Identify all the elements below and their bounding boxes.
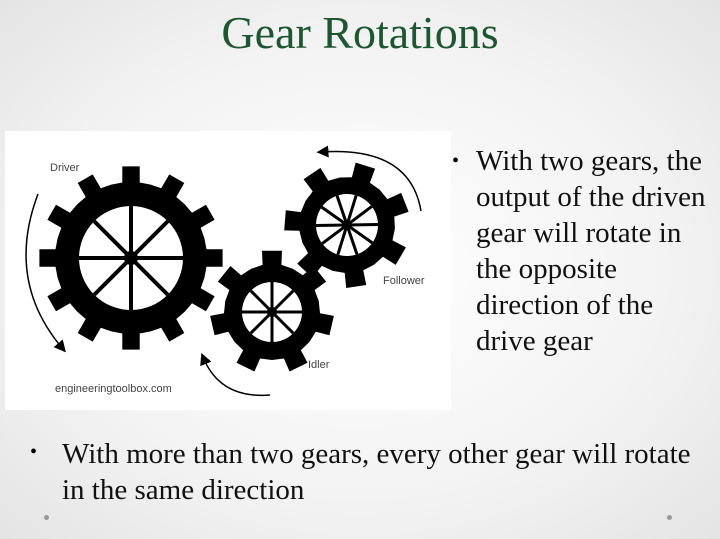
bullet-marker: • (30, 441, 38, 463)
driver-gear (39, 166, 223, 350)
idler-rotation-arrow (200, 352, 271, 397)
decor-dot (44, 515, 49, 520)
idler-label: Idler (308, 359, 330, 371)
gear-diagram: Driver Follower Idler engineeringtoolbox… (5, 131, 451, 410)
decor-dot (667, 515, 672, 520)
credit-label: engineeringtoolbox.com (55, 383, 172, 395)
slide-title: Gear Rotations (221, 7, 499, 58)
gear-diagram-svg (25, 145, 422, 397)
bullet-marker: • (452, 150, 460, 172)
driver-rotation-arrow (25, 193, 66, 353)
bullet-more-gears: With more than two gears, every other ge… (62, 438, 691, 506)
follower-gear (284, 162, 409, 288)
idler-gear (210, 250, 334, 372)
driver-label: Driver (50, 162, 80, 174)
follower-label: Follower (383, 275, 425, 287)
bullet-two-gears: With two gears, the output of the driven… (476, 145, 706, 357)
follower-rotation-arrow (316, 145, 422, 212)
